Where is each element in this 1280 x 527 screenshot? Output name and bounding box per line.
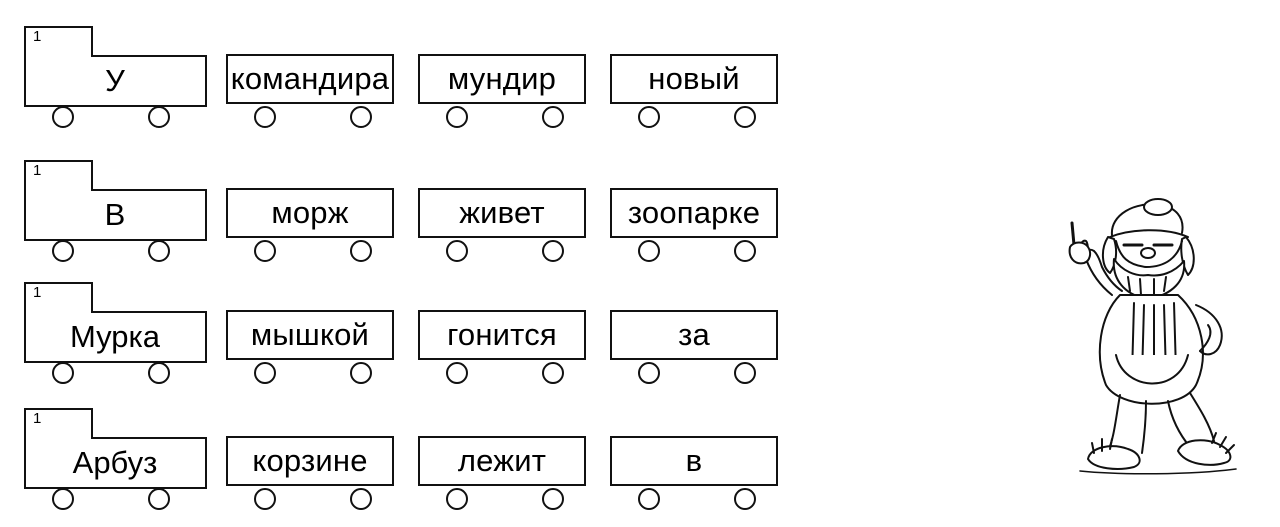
wagon-body: живет [418, 188, 586, 238]
wagon-word: новый [648, 61, 740, 96]
wagon-body: корзине [226, 436, 394, 486]
locomotive-number: 1 [33, 410, 42, 427]
locomotive[interactable]: 1 У [24, 26, 207, 128]
wheel-icon [52, 240, 74, 262]
wagon[interactable]: зоопарке [610, 160, 782, 262]
wheel-icon [148, 106, 170, 128]
locomotive-outline [24, 26, 207, 107]
wagon[interactable]: гонится [418, 282, 590, 384]
locomotive-number: 1 [33, 28, 42, 45]
wheel-icon [638, 362, 660, 384]
wheel-icon [734, 488, 756, 510]
locomotive-number: 1 [33, 162, 42, 179]
wheel-icon [148, 488, 170, 510]
wheel-icon [446, 106, 468, 128]
locomotive-outline [24, 282, 207, 363]
dwarf-pointing-finger-icon [1068, 198, 1237, 475]
wagon-body: в [610, 436, 778, 486]
wheel-icon [446, 362, 468, 384]
wagon[interactable]: морж [226, 160, 398, 262]
wheel-icon [350, 106, 372, 128]
wagon[interactable]: лежит [418, 408, 590, 510]
wagon-word: живет [459, 195, 545, 230]
locomotive[interactable]: 1 Мурка [24, 282, 207, 384]
wagon-word: зоопарке [627, 195, 761, 230]
locomotive[interactable]: 1 В [24, 160, 207, 262]
wagon[interactable]: в [610, 408, 782, 510]
wagon-word: корзине [252, 443, 368, 478]
wheel-icon [734, 240, 756, 262]
locomotive-word: В [104, 197, 126, 232]
wagon-body: за [610, 310, 778, 360]
locomotive-outline [24, 408, 207, 489]
wagon-body: командира [226, 54, 394, 104]
wheel-icon [148, 240, 170, 262]
wheel-icon [254, 240, 276, 262]
wheel-icon [638, 488, 660, 510]
locomotive[interactable]: 1 Арбуз [24, 408, 207, 510]
wagon-word: гонится [447, 317, 557, 352]
wheel-icon [350, 488, 372, 510]
train-row-4: 1 Арбуз корзине лежит в [0, 408, 800, 510]
locomotive-word: Арбуз [72, 445, 158, 480]
wheel-icon [254, 488, 276, 510]
train-row-1: 1 У командира мундир новый [0, 26, 800, 128]
wagon[interactable]: живет [418, 160, 590, 262]
wagon-body: гонится [418, 310, 586, 360]
wheel-icon [638, 240, 660, 262]
locomotive-number: 1 [33, 284, 42, 301]
wagon-body: морж [226, 188, 394, 238]
wagon-body: мышкой [226, 310, 394, 360]
wagon-word: лежит [457, 443, 547, 478]
wagon-body: новый [610, 54, 778, 104]
wheel-icon [446, 488, 468, 510]
wagon-word: мундир [447, 61, 557, 96]
wagon[interactable]: за [610, 282, 782, 384]
wagon-word: за [678, 317, 710, 352]
wagon-word: командира [230, 61, 390, 96]
wagon[interactable]: мундир [418, 26, 590, 128]
locomotive-word: Мурка [69, 319, 161, 354]
wheel-icon [734, 106, 756, 128]
wagon-word: морж [271, 195, 349, 230]
wheel-icon [638, 106, 660, 128]
wagon-body: мундир [418, 54, 586, 104]
wheel-icon [542, 362, 564, 384]
wheel-icon [542, 240, 564, 262]
wheel-icon [52, 488, 74, 510]
locomotive-word: У [105, 63, 125, 98]
wheel-icon [734, 362, 756, 384]
wheel-icon [542, 488, 564, 510]
wagon[interactable]: мышкой [226, 282, 398, 384]
wheel-icon [254, 362, 276, 384]
locomotive-outline [24, 160, 207, 241]
wheel-icon [542, 106, 564, 128]
wagon[interactable]: корзине [226, 408, 398, 510]
wheel-icon [350, 362, 372, 384]
wagon-word: в [685, 443, 703, 478]
wagon[interactable]: командира [226, 26, 398, 128]
train-row-2: 1 В морж живет зоопарке [0, 160, 800, 262]
wheel-icon [52, 362, 74, 384]
wheel-icon [52, 106, 74, 128]
wheel-icon [148, 362, 170, 384]
wheel-icon [446, 240, 468, 262]
wagon-body: лежит [418, 436, 586, 486]
wagon[interactable]: новый [610, 26, 782, 128]
train-row-3: 1 Мурка мышкой гонится за [0, 282, 800, 384]
wheel-icon [254, 106, 276, 128]
wheel-icon [350, 240, 372, 262]
wagon-body: зоопарке [610, 188, 778, 238]
wagon-word: мышкой [250, 317, 370, 352]
